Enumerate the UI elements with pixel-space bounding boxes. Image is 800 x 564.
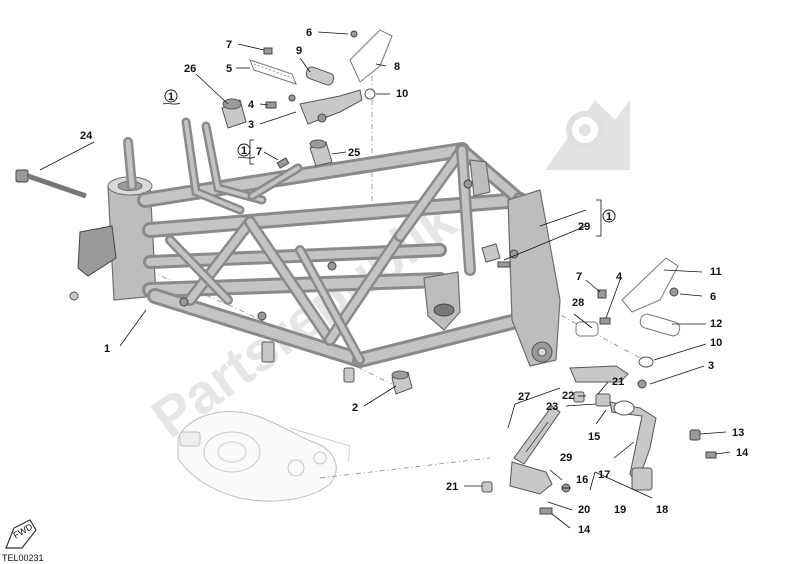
rubber-spacer bbox=[221, 98, 247, 129]
left-footpeg-assembly bbox=[249, 47, 363, 169]
callout-label: 13 bbox=[732, 427, 744, 439]
callout-label: 15 bbox=[588, 431, 600, 443]
callout-label: 26 bbox=[184, 63, 196, 75]
gear-shift-linkage bbox=[481, 391, 717, 515]
engine-outline bbox=[177, 411, 351, 502]
trellis-frame bbox=[69, 142, 561, 383]
bracket bbox=[594, 471, 653, 499]
callout-label: 18 bbox=[656, 504, 668, 516]
callout-label: 7 bbox=[576, 271, 582, 283]
callout-label: 23 bbox=[546, 401, 558, 413]
callout-label: 16 bbox=[576, 474, 588, 486]
callout-label: 21 bbox=[612, 376, 624, 388]
steering-lock-bracket bbox=[77, 225, 117, 277]
callout-label: 8 bbox=[394, 61, 400, 73]
gear-icon bbox=[545, 100, 630, 170]
fwd-arrow-icon: FWD bbox=[5, 519, 37, 549]
leader-lines bbox=[39, 31, 731, 529]
note-mark-circle: 1 bbox=[602, 209, 616, 223]
callout-label: 6 bbox=[710, 291, 716, 303]
callout-label: 12 bbox=[710, 318, 722, 330]
diagram-code: TEL00231 bbox=[2, 553, 44, 563]
bracket bbox=[507, 403, 516, 429]
callout-label: 29 bbox=[578, 221, 590, 233]
callout-label: 29 bbox=[560, 452, 572, 464]
bracket bbox=[514, 387, 561, 405]
spacer-ring bbox=[391, 370, 413, 395]
callout-label: 25 bbox=[348, 147, 360, 159]
bracket bbox=[589, 471, 596, 491]
callout-label: 1 bbox=[104, 343, 110, 355]
note-mark-circle: 1 bbox=[162, 89, 181, 105]
callout-label: 6 bbox=[306, 27, 312, 39]
callout-label: 14 bbox=[578, 524, 591, 536]
callout-label: 3 bbox=[248, 119, 254, 131]
frame-bolt-long bbox=[15, 169, 87, 199]
svg-text:1: 1 bbox=[606, 211, 612, 223]
frame-mount-screw bbox=[481, 243, 511, 268]
callout-label: 22 bbox=[562, 390, 574, 402]
callout-label: 14 bbox=[736, 447, 749, 459]
callout-label: 17 bbox=[598, 469, 610, 481]
callout-label: 28 bbox=[572, 297, 584, 309]
tank-mount-tubes bbox=[123, 117, 303, 215]
heel-guard-left bbox=[349, 29, 393, 100]
callout-label: 7 bbox=[226, 39, 232, 51]
callout-label: 3 bbox=[708, 360, 714, 372]
spacer-bushing bbox=[309, 139, 333, 167]
callout-label: 4 bbox=[616, 271, 623, 283]
callout-label: 20 bbox=[578, 504, 590, 516]
bracket bbox=[249, 139, 254, 165]
callout-label: 11 bbox=[710, 266, 722, 278]
swingarm-pivot-plate bbox=[507, 189, 561, 367]
callout-label: 2 bbox=[352, 402, 358, 414]
callout-label: 9 bbox=[296, 45, 302, 57]
callout-label: 19 bbox=[614, 504, 626, 516]
callout-label: 10 bbox=[710, 337, 722, 349]
callouts: 1 2 3 4 5 6 7 7 8 9 10 24 25 26 29 7 4 1… bbox=[80, 27, 749, 536]
callout-label: 10 bbox=[396, 88, 408, 100]
reference-line bbox=[319, 457, 491, 479]
callout-label: 27 bbox=[518, 391, 530, 403]
svg-text:1: 1 bbox=[168, 91, 174, 103]
right-footpeg-assembly bbox=[569, 257, 681, 389]
bracket bbox=[596, 199, 602, 237]
svg-text:1: 1 bbox=[241, 145, 247, 157]
callout-label: 24 bbox=[80, 130, 93, 142]
callout-label: 4 bbox=[248, 99, 255, 111]
callout-label: 21 bbox=[446, 481, 458, 493]
callout-label: 5 bbox=[226, 63, 232, 75]
callout-label: 7 bbox=[256, 146, 262, 158]
note-mark-circle: 1 bbox=[237, 143, 256, 159]
